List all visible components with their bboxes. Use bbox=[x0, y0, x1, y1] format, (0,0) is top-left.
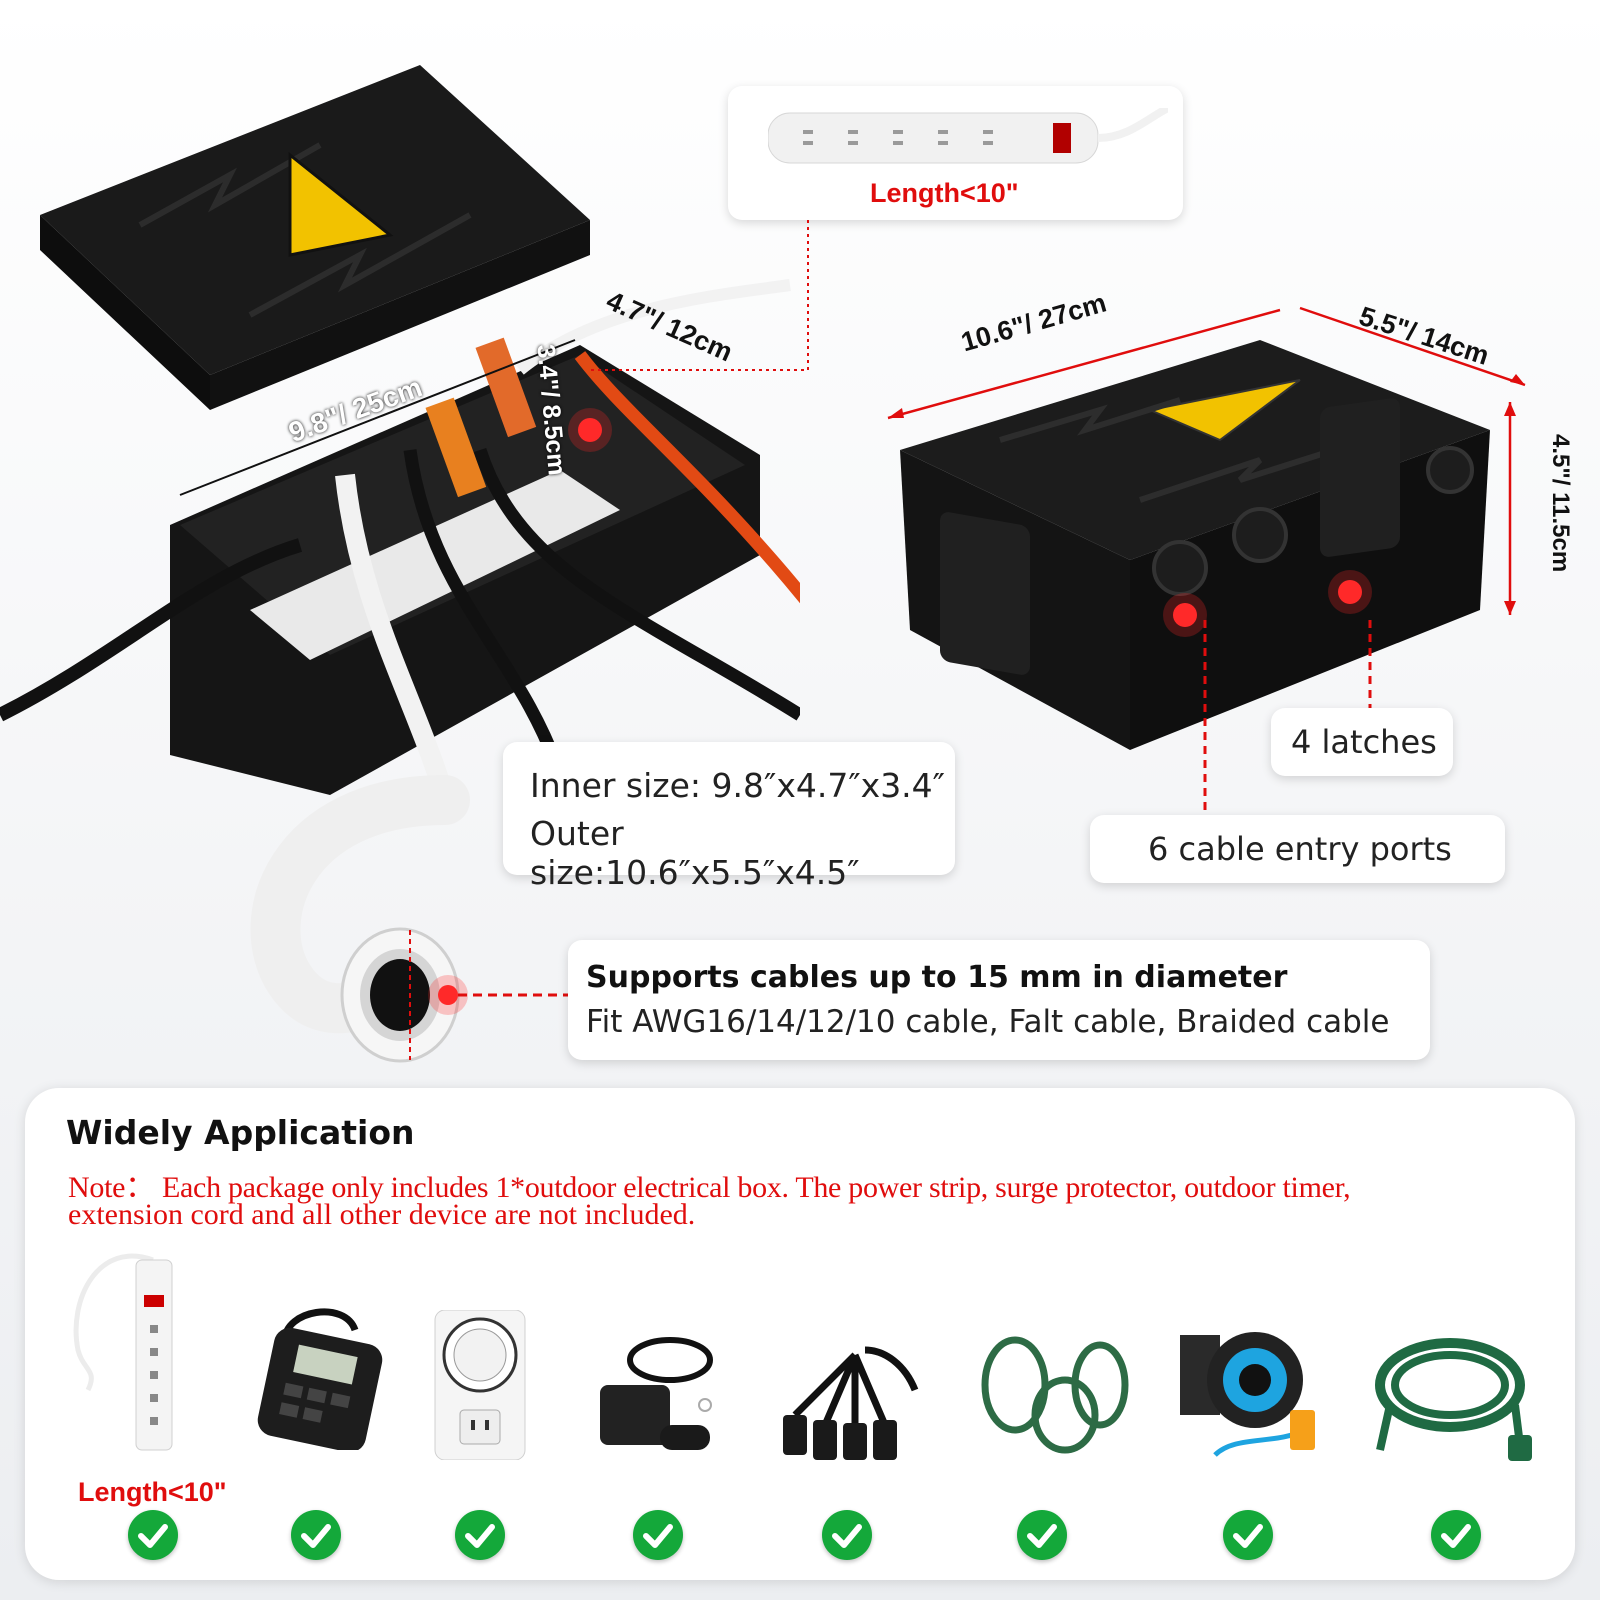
check-icon bbox=[1223, 1510, 1273, 1560]
cable-support-headline: Supports cables up to 15 mm in diameter bbox=[586, 960, 1288, 995]
application-note-line2: extension cord and all other device are … bbox=[68, 1198, 696, 1231]
green-splitter-image bbox=[981, 1336, 1129, 1454]
outer-height-label: 4.5"/ 11.5cm bbox=[1547, 434, 1574, 573]
check-icon bbox=[1017, 1510, 1067, 1560]
check-icon bbox=[128, 1510, 178, 1560]
size-card: Inner size: 9.8″x4.7″x3.4″ Outer size:10… bbox=[503, 742, 955, 892]
application-note-line1: Note： Each package only includes 1*outdo… bbox=[68, 1171, 1351, 1204]
inner-size-text: Inner size: 9.8″x4.7″x3.4″ bbox=[530, 766, 945, 805]
remote-outlet-image bbox=[600, 1337, 713, 1450]
power-strip-image bbox=[768, 108, 1168, 164]
check-icon bbox=[633, 1510, 683, 1560]
cable-support-detail: Fit AWG16/14/12/10 cable, Falt cable, Br… bbox=[586, 1004, 1390, 1040]
ports-callout: 6 cable entry ports bbox=[1090, 815, 1505, 883]
check-icon bbox=[822, 1510, 872, 1560]
mechanical-timer-image bbox=[434, 1310, 526, 1460]
check-icon bbox=[291, 1510, 341, 1560]
strip-length-callout: Length<10" bbox=[728, 86, 1183, 220]
check-icon bbox=[455, 1510, 505, 1560]
strip-length-text: Length<10" bbox=[870, 178, 1019, 208]
power-strip-device-image bbox=[73, 1253, 173, 1451]
check-icon bbox=[1431, 1510, 1481, 1560]
outer-callout-leaders bbox=[1203, 620, 1372, 815]
outer-dimension-lines bbox=[887, 306, 1526, 615]
outer-size-text: Outer size:10.6″x5.5″x4.5″ bbox=[530, 814, 860, 892]
strip-length-small-text: Length<10" bbox=[78, 1477, 227, 1507]
digital-timer-image bbox=[257, 1308, 383, 1450]
application-title: Widely Application bbox=[66, 1113, 415, 1152]
closed-box-illustration bbox=[900, 340, 1490, 750]
strip-callout-leader bbox=[590, 220, 809, 371]
green-extension-cord-image bbox=[1375, 1338, 1532, 1461]
open-box-illustration bbox=[0, 65, 800, 815]
latches-text: 4 latches bbox=[1291, 723, 1437, 761]
splitter-cord-image bbox=[783, 1346, 919, 1460]
latches-callout: 4 latches bbox=[1271, 708, 1453, 776]
ports-text: 6 cable entry ports bbox=[1148, 830, 1452, 868]
cable-cross-section-image bbox=[250, 775, 570, 1063]
cord-reel-image bbox=[1180, 1332, 1315, 1457]
cable-support-card: Supports cables up to 15 mm in diameter … bbox=[568, 940, 1430, 1060]
